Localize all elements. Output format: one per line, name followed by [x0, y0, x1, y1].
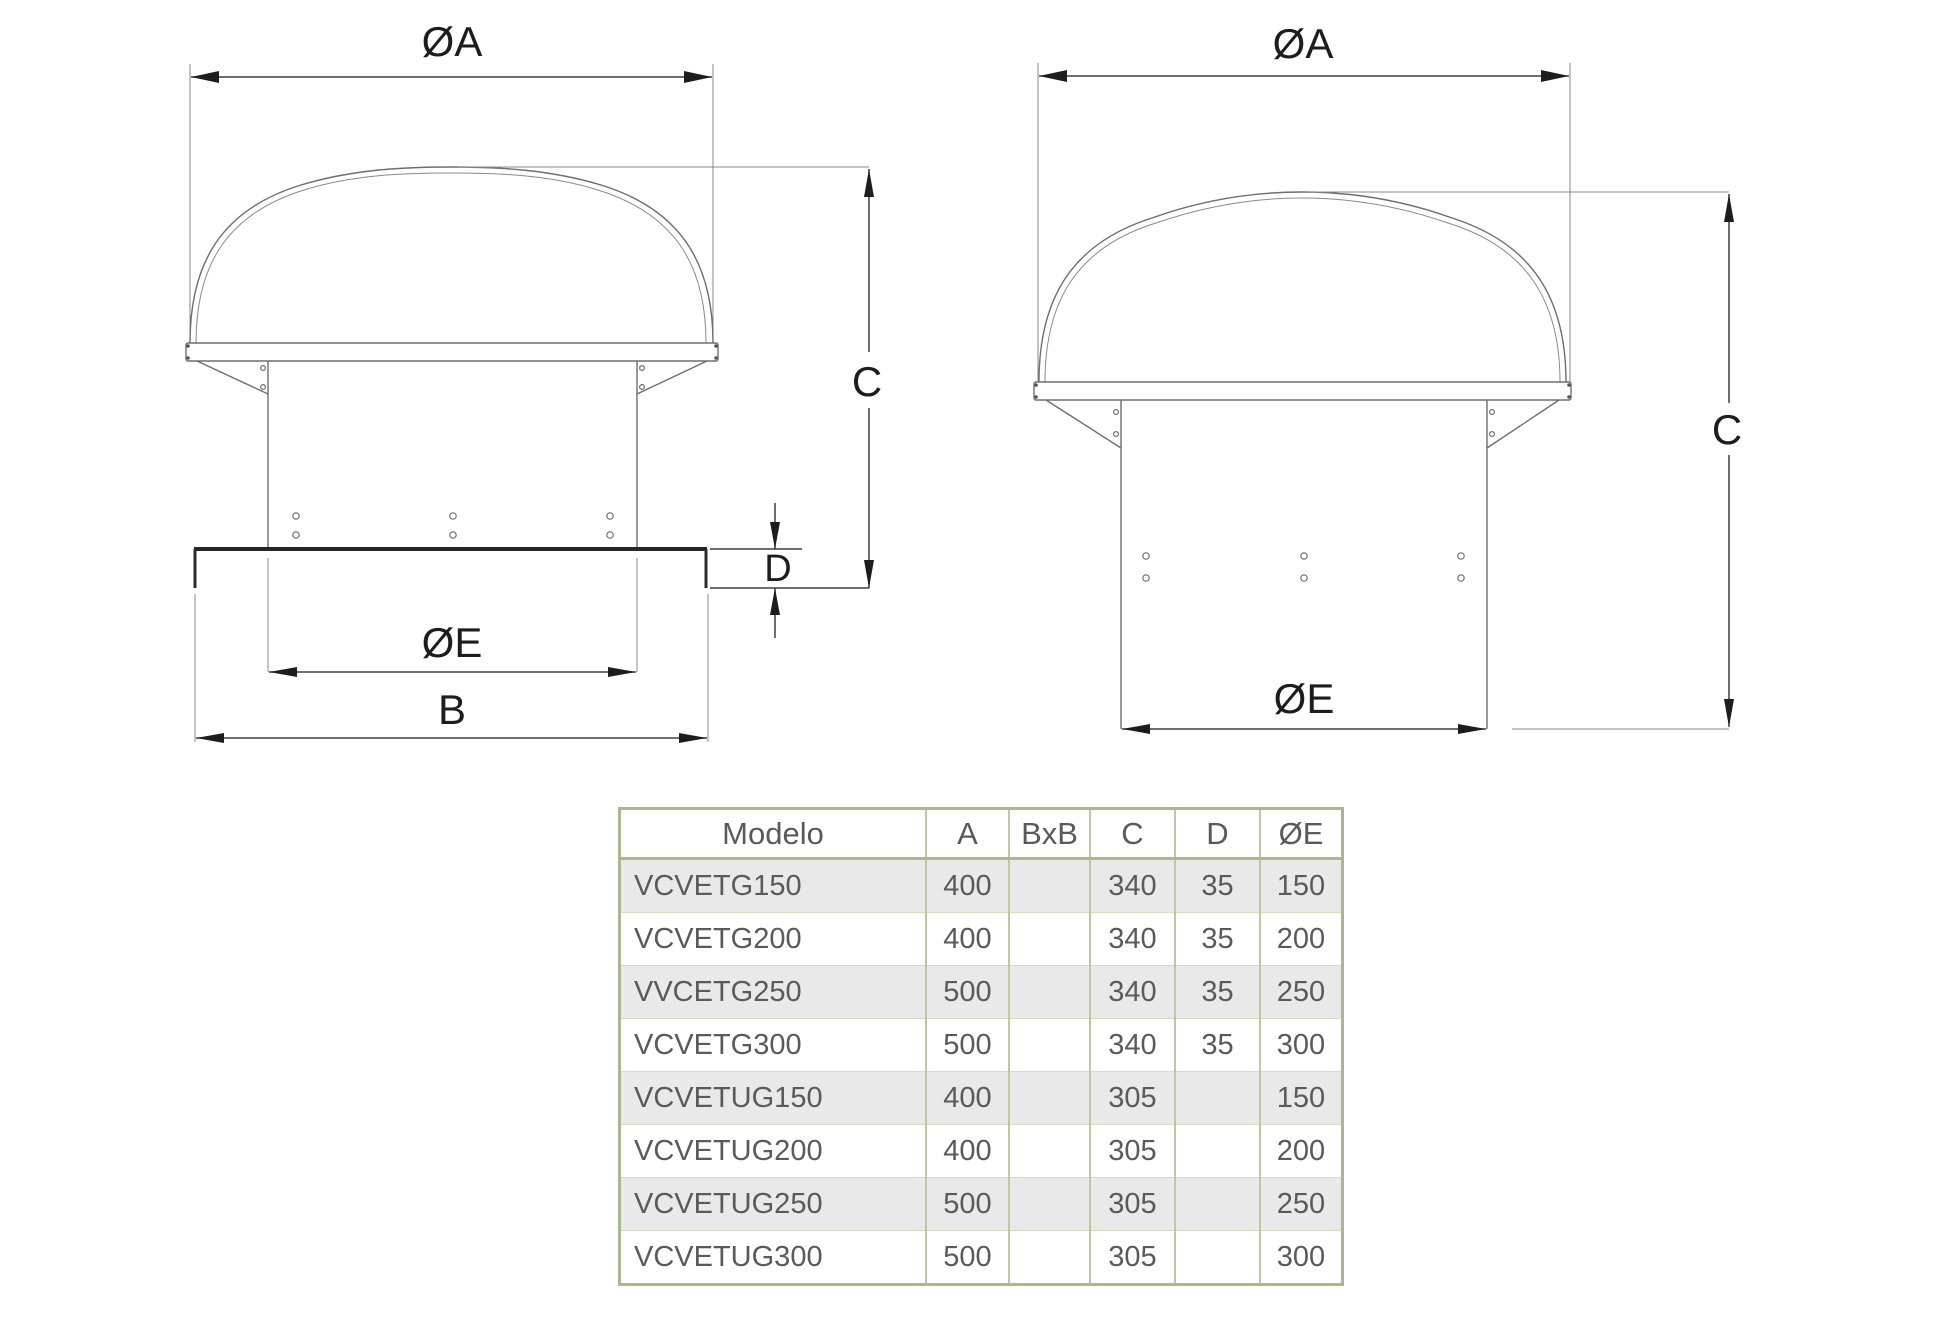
- value-cell: 150: [1259, 1071, 1344, 1125]
- value-cell: 200: [1259, 912, 1344, 966]
- model-cell: VVCETG250: [618, 965, 927, 1019]
- value-cell: 300: [1259, 1018, 1344, 1072]
- value-cell: 35: [1174, 1018, 1261, 1072]
- value-cell: 200: [1259, 1124, 1344, 1178]
- value-cell: 250: [1259, 965, 1344, 1019]
- right-dim-label-height-c: C: [1712, 406, 1742, 453]
- value-cell: [1008, 965, 1091, 1019]
- model-cell: VCVETG150: [618, 858, 927, 913]
- column-header-0: Modelo: [618, 808, 927, 860]
- model-cell: VCVETUG250: [618, 1177, 927, 1231]
- value-cell: 500: [925, 1018, 1010, 1072]
- value-cell: [1174, 1071, 1261, 1125]
- value-cell: 300: [1259, 1230, 1344, 1285]
- value-cell: 35: [1174, 912, 1261, 966]
- value-cell: 35: [1174, 858, 1261, 913]
- value-cell: 340: [1089, 912, 1176, 966]
- value-cell: 500: [925, 1230, 1010, 1285]
- value-cell: 400: [925, 1071, 1010, 1125]
- value-cell: 250: [1259, 1177, 1344, 1231]
- right-dim-label-diameter-a: ØA: [1273, 20, 1334, 67]
- value-cell: [1008, 1230, 1091, 1285]
- model-cell: VCVETUG200: [618, 1124, 927, 1178]
- value-cell: 305: [1089, 1230, 1176, 1285]
- value-cell: 340: [1089, 1018, 1176, 1072]
- value-cell: 400: [925, 912, 1010, 966]
- model-cell: VCVETG300: [618, 1018, 927, 1072]
- right-dim-label-diameter-e: ØE: [1274, 675, 1335, 722]
- model-cell: VCVETUG300: [618, 1230, 927, 1285]
- column-header-1: A: [925, 808, 1010, 860]
- value-cell: [1008, 1124, 1091, 1178]
- value-cell: [1008, 1071, 1091, 1125]
- column-header-3: C: [1089, 808, 1176, 860]
- value-cell: 340: [1089, 858, 1176, 913]
- left-dim-label-diameter-e: ØE: [422, 619, 483, 666]
- left-dim-label-base-b: B: [438, 686, 466, 733]
- column-header-4: D: [1174, 808, 1261, 860]
- value-cell: 400: [925, 1124, 1010, 1178]
- column-header-2: BxB: [1008, 808, 1091, 860]
- model-cell: VCVETG200: [618, 912, 927, 966]
- value-cell: [1008, 1177, 1091, 1231]
- value-cell: [1174, 1177, 1261, 1231]
- left-dim-label-diameter-a: ØA: [422, 18, 483, 65]
- right-view: ØA: [1033, 20, 1751, 734]
- value-cell: 305: [1089, 1071, 1176, 1125]
- value-cell: [1008, 912, 1091, 966]
- value-cell: 340: [1089, 965, 1176, 1019]
- left-view: ØA: [185, 18, 891, 743]
- model-cell: VCVETUG150: [618, 1071, 927, 1125]
- value-cell: [1008, 1018, 1091, 1072]
- value-cell: 500: [925, 1177, 1010, 1231]
- value-cell: 35: [1174, 965, 1261, 1019]
- value-cell: 500: [925, 965, 1010, 1019]
- column-header-5: ØE: [1259, 808, 1344, 860]
- left-dim-label-height-c: C: [852, 358, 882, 405]
- value-cell: 400: [925, 858, 1010, 913]
- left-dim-label-plate-d: D: [764, 548, 791, 590]
- technical-drawing: ØA: [185, 18, 1751, 743]
- value-cell: [1174, 1124, 1261, 1178]
- value-cell: 305: [1089, 1177, 1176, 1231]
- value-cell: [1008, 858, 1091, 913]
- value-cell: 150: [1259, 858, 1344, 913]
- value-cell: 305: [1089, 1124, 1176, 1178]
- value-cell: [1174, 1230, 1261, 1285]
